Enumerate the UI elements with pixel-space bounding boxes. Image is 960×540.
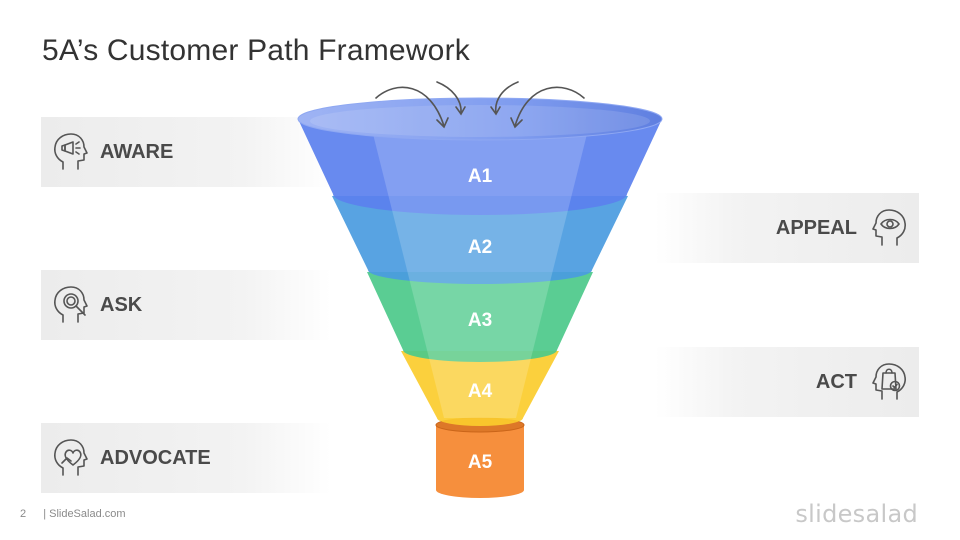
funnel-segment-a3 [367,272,593,362]
funnel-highlight [372,130,588,418]
stage-ask: ASK [41,270,331,340]
arrow-down-icon [375,86,449,129]
stage-label-appeal: APPEAL [775,216,857,239]
head-megaphone-icon [54,133,88,170]
funnel-segment-a1 [298,119,662,215]
arrow-down-icon [510,86,585,129]
funnel-segment-a2 [332,196,628,284]
funnel-label-a1: A1 [468,166,493,187]
stage-appeal: APPEAL [655,193,919,263]
stage-act: ACT [655,347,919,417]
head-shopping-bag-icon [872,363,906,400]
page-number: 2 [20,508,27,520]
inflow-arrows [375,81,585,129]
stage-advocate: ADVOCATE [41,423,331,493]
footer: 2 | SlideSalad.com [20,508,126,520]
brand-logo: slidesalad [795,500,918,528]
funnel-label-a5: A5 [468,452,493,473]
funnel-label-a3: A3 [468,310,492,331]
page-title: 5A’s Customer Path Framework [42,34,470,67]
arrow-down-icon [490,81,519,116]
head-magnifier-icon [54,286,88,323]
stage-label-advocate: ADVOCATE [100,446,211,469]
funnel-segment-a4 [401,351,559,426]
arrow-down-icon [436,81,466,116]
head-heart-icon [54,439,88,476]
stage-aware: AWARE [41,117,331,187]
stage-label-aware: AWARE [100,140,174,163]
head-eye-icon [872,209,906,246]
funnel-label-a4: A4 [468,381,493,402]
footer-site: | SlideSalad.com [43,508,126,520]
funnel-label-a2: A2 [468,237,492,258]
stage-label-act: ACT [815,370,857,393]
stage-label-ask: ASK [100,293,143,316]
funnel-rim [297,97,663,141]
